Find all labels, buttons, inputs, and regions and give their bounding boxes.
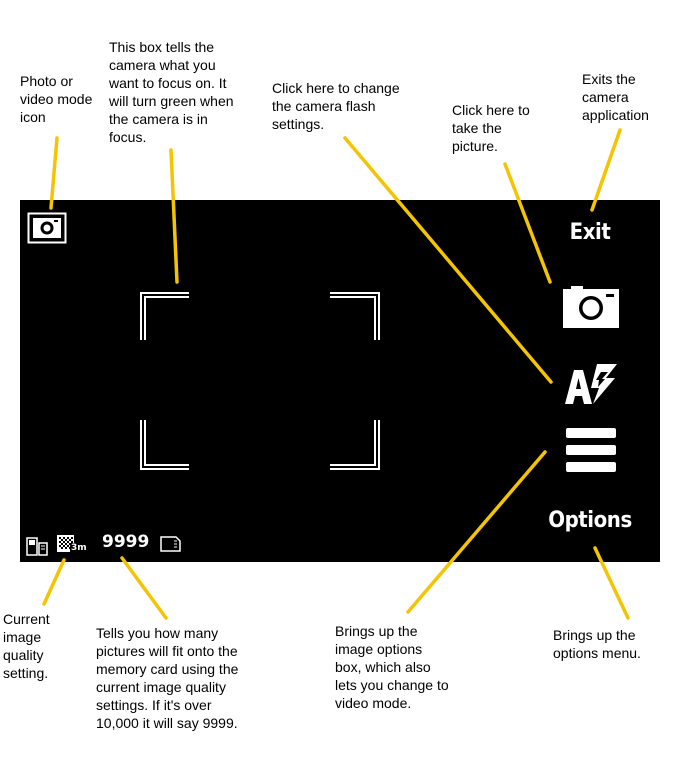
flash-settings-button[interactable] bbox=[563, 360, 619, 406]
phone-memory-icon bbox=[26, 537, 48, 556]
note-exit: Exits the camera application bbox=[582, 71, 649, 123]
options-button[interactable]: Options bbox=[548, 508, 632, 533]
picture-count: 9999 bbox=[102, 532, 150, 552]
focus-box bbox=[140, 292, 380, 470]
line-quality bbox=[42, 558, 66, 606]
capture-button[interactable] bbox=[563, 286, 619, 328]
line-exit bbox=[590, 128, 622, 212]
note-image-options: Brings up the image options box, which a… bbox=[335, 623, 449, 711]
note-picture-count: Tells you how many pictures will fit ont… bbox=[96, 625, 239, 731]
note-flash: Click here to change the camera flash se… bbox=[272, 80, 400, 132]
exit-button[interactable]: Exit bbox=[569, 220, 611, 245]
camera-mode-icon bbox=[27, 212, 67, 244]
camera-viewfinder: Exit Options bbox=[20, 200, 660, 562]
note-capture: Click here to take the picture. bbox=[452, 102, 530, 154]
line-mode-icon bbox=[49, 136, 59, 210]
line-picture-count bbox=[120, 556, 168, 620]
image-options-button[interactable] bbox=[566, 428, 616, 472]
note-mode-icon: Photo or video mode icon bbox=[20, 73, 93, 125]
image-quality-indicator: 3m bbox=[56, 534, 88, 556]
quality-badge: 3m bbox=[70, 543, 88, 554]
memory-card-icon bbox=[160, 536, 181, 552]
note-focus-box: This box tells the camera what you want … bbox=[109, 39, 234, 145]
note-quality: Current image quality setting. bbox=[3, 611, 50, 681]
note-options-menu: Brings up the options menu. bbox=[553, 627, 641, 661]
